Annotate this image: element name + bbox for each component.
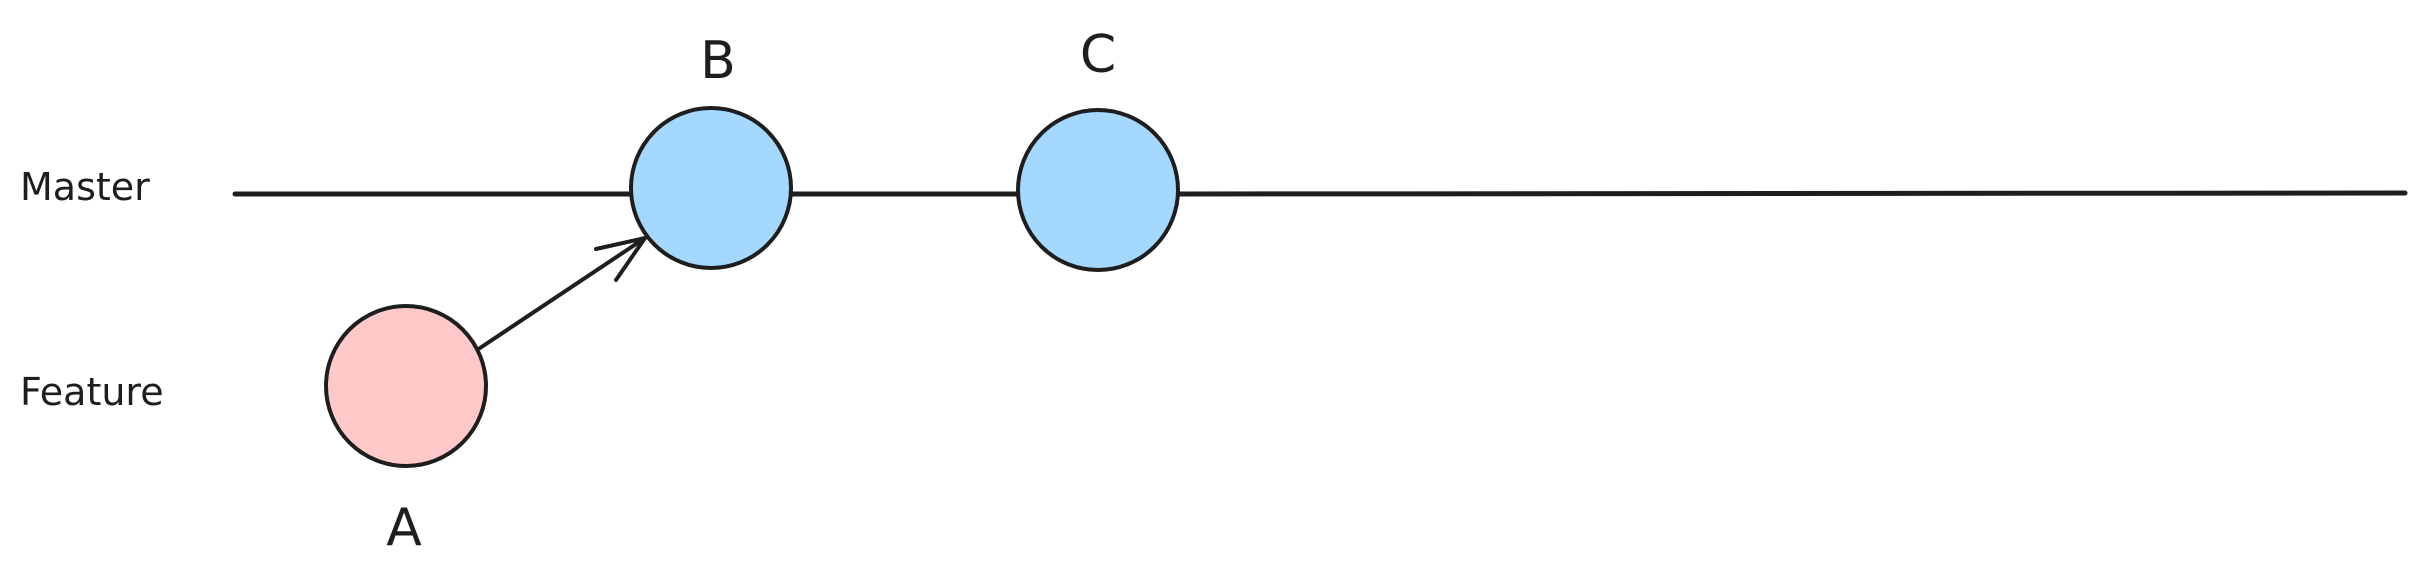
commit-label-b: B [700,31,736,91]
arrow-head [594,236,647,282]
commit-circle-a [324,304,488,468]
commit-label-c: C [1080,25,1116,85]
branch-label-feature: Feature [20,370,164,414]
arrow-shaft [478,236,647,350]
commit-node-c: C [1016,25,1180,272]
commit-node-a: A [324,304,488,558]
edge-arrow-a-to-b [478,236,647,350]
master-branch-line-tail [1175,190,2408,197]
commit-node-b: B [629,31,793,270]
commit-circle-c [1016,108,1180,272]
branch-label-master: Master [20,165,150,209]
commit-circle-b [629,106,793,270]
commit-label-a: A [386,498,422,558]
